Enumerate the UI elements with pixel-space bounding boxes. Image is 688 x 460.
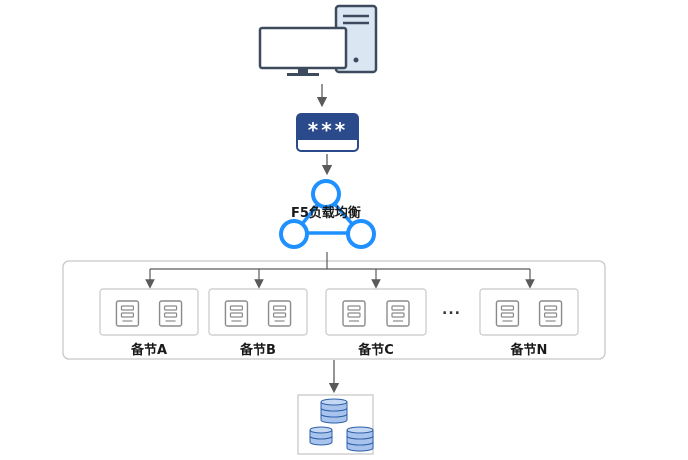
server-icon (342, 300, 366, 327)
database-icon (309, 398, 374, 452)
database-stack-icon (309, 426, 333, 446)
server-icon (386, 300, 410, 327)
server-icon (115, 300, 140, 327)
server-icon (267, 300, 292, 327)
node-box-c (325, 288, 427, 336)
distribution-arrows (145, 252, 535, 289)
database-stack-icon (346, 426, 374, 452)
load-balancer-label: F5负载均衡 (291, 206, 361, 221)
server-icon (158, 300, 183, 327)
node-label-a: 备节A (130, 343, 168, 358)
node-box-b (208, 288, 308, 336)
node-box-a (99, 288, 199, 336)
node-label-b: 备节B (240, 343, 276, 358)
node-label-c: 备节C (358, 343, 394, 358)
computer-icon (258, 4, 378, 76)
load-balancer-icon (279, 179, 376, 249)
database-stack-icon (320, 398, 348, 424)
ellipsis: ... (442, 302, 461, 318)
node-label-n: 备节N (510, 343, 548, 358)
cluster-nodes (99, 288, 579, 336)
node-box-n (479, 288, 579, 336)
server-icon (538, 300, 563, 327)
password-box-icon (296, 113, 359, 152)
server-icon (495, 300, 520, 327)
server-icon (224, 300, 249, 327)
password-mask: *** (307, 118, 349, 142)
